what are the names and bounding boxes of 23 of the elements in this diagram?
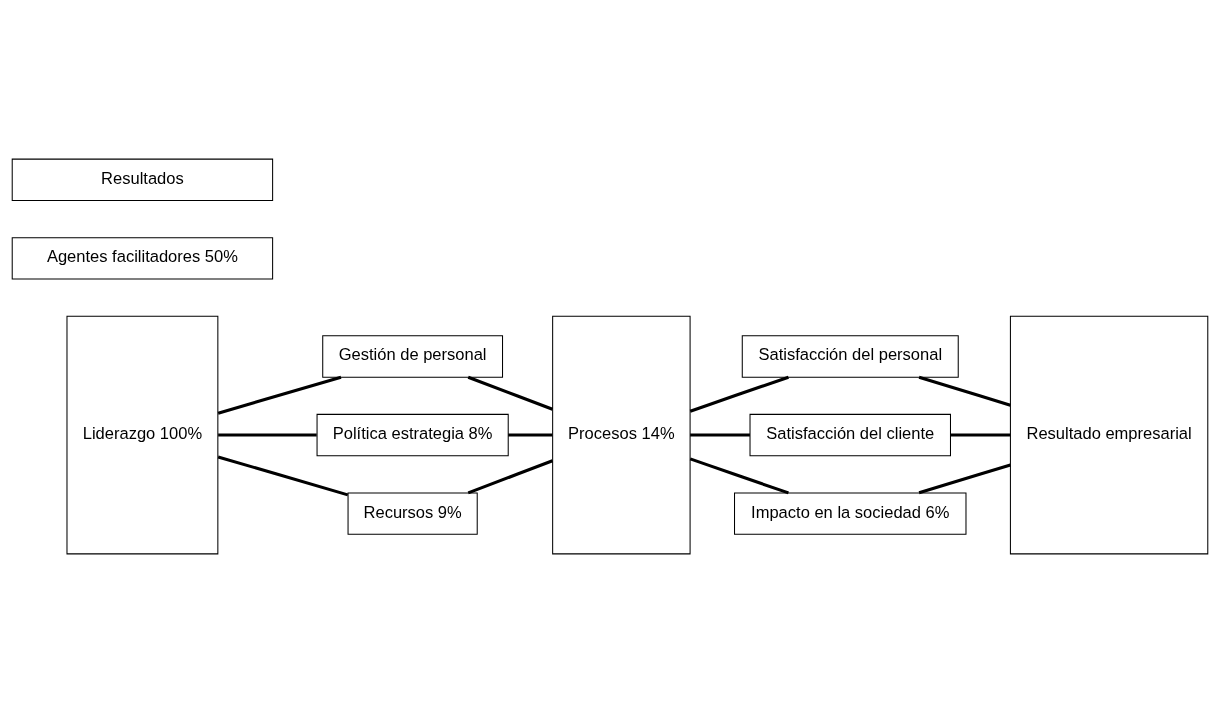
node-box: Recursos 9% [347,492,478,535]
node-box: Gestión de personal [322,335,504,378]
node-box: Resultados [11,158,274,201]
node-box: Política estrategia 8% [316,413,509,457]
connector [217,375,342,415]
connector [689,375,789,413]
node-box: Liderazgo 100% [66,315,219,555]
node-box: Procesos 14% [552,315,691,555]
node-box: Satisfacción del cliente [749,413,951,457]
node-box: Satisfacción del personal [741,335,959,378]
connector [218,433,317,437]
connector [918,375,1011,407]
node-box: Impacto en la sociedad 6% [734,492,967,535]
connector [690,433,750,437]
connector [217,455,349,497]
connector [689,457,789,495]
connector [950,433,1011,437]
node-box: Resultado empresarial [1009,315,1209,555]
connector [467,375,554,411]
node-box: Agentes facilitadores 50% [11,237,274,280]
connector [508,433,553,437]
connector [918,463,1011,495]
connector [467,459,554,495]
